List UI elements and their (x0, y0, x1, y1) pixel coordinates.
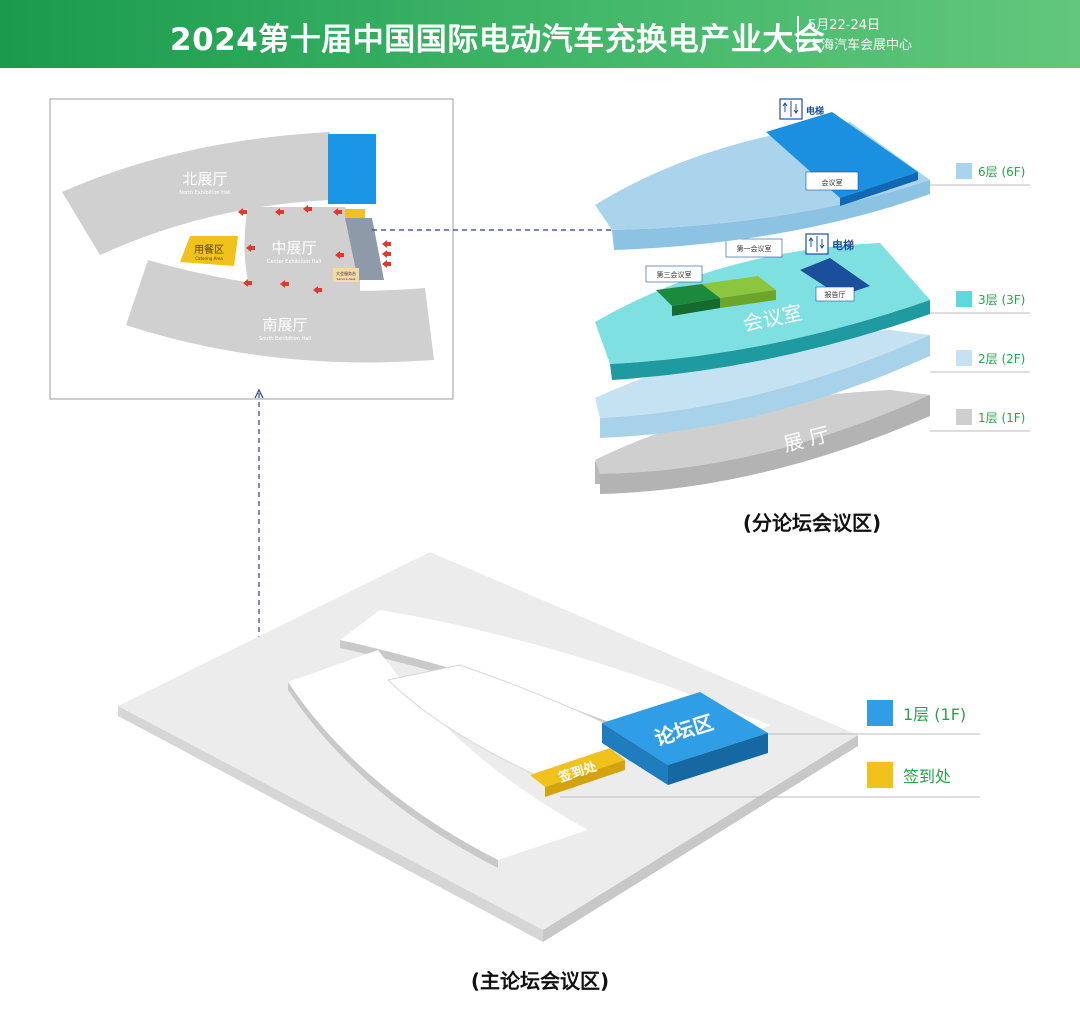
venue-diagram: 北展厅 North Exhibition Hall 中展厅 Center Exh… (49, 98, 1030, 993)
page-title: 2024第十届中国国际电动汽车充换电产业大会 (170, 22, 826, 58)
legend-sub-swatch-3f (956, 291, 972, 307)
first-room-side (720, 290, 776, 308)
event-date: 5月22-24日 (808, 18, 881, 33)
forum-area-right-side (668, 733, 768, 785)
direction-arrows (238, 205, 391, 294)
f6-meeting-tag (805, 171, 859, 191)
legend-sub-label-2f: 2层 (2F) (978, 352, 1025, 366)
report-hall-label: 报告厅 (825, 290, 846, 299)
main-front-hall-edge (288, 682, 498, 868)
south-hall-area (126, 260, 434, 363)
floor-1f-edge (600, 395, 930, 494)
center-dark-strip (345, 218, 384, 280)
elevator-3f-label: 电梯 (832, 238, 854, 252)
f6-meeting-label: 会议室 (822, 178, 843, 187)
service-desk (333, 268, 359, 282)
catering-label: 用餐区 (194, 243, 224, 256)
legend-sub-label-1f: 1层 (1F) (978, 411, 1025, 425)
legend-sub-swatch-2f (956, 350, 972, 366)
elevator-6f-down-arrow-icon (793, 104, 799, 114)
header-divider (797, 16, 799, 50)
signin-block-side (545, 760, 625, 797)
main-forum-plan: 论坛区 签到处 (118, 552, 858, 942)
service-desk-label: 大会服务台 (336, 270, 356, 276)
catering-area (180, 236, 238, 266)
first-room-tag (725, 238, 783, 258)
floor-3f-edge (610, 300, 930, 380)
floor-6f-edge (612, 180, 930, 250)
main-front-hall (288, 650, 588, 860)
legend-sub-swatch-1f (956, 409, 972, 425)
center-hall-label: 中展厅 (271, 239, 316, 257)
floor-plan: 北展厅 North Exhibition Hall 中展厅 Center Exh… (49, 98, 454, 400)
elevator-6f-label: 电梯 (806, 105, 824, 117)
first-room-block (702, 276, 776, 298)
third-room-tag (645, 265, 703, 283)
main-base-right-side (543, 735, 858, 942)
floor-1f (595, 390, 930, 474)
forum-area-left-side (602, 723, 668, 785)
elevator-3f-down-arrow-icon (819, 239, 825, 249)
floor-2f-edge (600, 335, 930, 438)
north-blue-block (328, 134, 376, 204)
forum-area-block (602, 692, 768, 765)
third-room-side (672, 298, 720, 316)
north-hall-area (62, 132, 332, 255)
subforum-caption: (分论坛会议区) (743, 511, 881, 535)
elevator-3f-up-arrow-icon (808, 237, 814, 247)
report-hall-block (800, 258, 870, 296)
south-hall-label: 南展厅 (262, 316, 307, 334)
catering-en-label: Catering Area (195, 256, 223, 261)
f6-meeting-block (766, 112, 918, 198)
f6-meeting-block-side (840, 172, 918, 206)
north-hall-label: 北展厅 (182, 170, 227, 188)
center-hall-area (244, 207, 360, 295)
service-desk-en-label: Service desk (336, 277, 355, 281)
third-room-label: 第三会议室 (657, 270, 692, 279)
legend-sub-label-3f: 3层 (3F) (978, 293, 1025, 307)
elevator-tag (345, 209, 365, 218)
legend-main-label-forum: 1层 (1F) (903, 705, 966, 724)
first-room-label: 第一会议室 (737, 244, 772, 253)
center-hall-en-label: Center Exhibition Hall (267, 259, 321, 265)
legend-sub-swatch-6f (956, 163, 972, 179)
subforum-stack: 展 厅 会议室 第三会议室 第一会议室 报告厅 电梯 会 (595, 98, 930, 494)
legend-main-swatch-signin (867, 762, 893, 788)
legend-main-label-signin: 签到处 (903, 767, 951, 786)
main-legend: 1层 (1F) 签到处 (560, 700, 980, 798)
floor-2f (595, 330, 930, 418)
south-hall-en-label: South Exhibition Hall (259, 336, 311, 342)
main-base-left-side (118, 706, 543, 942)
legend-main-swatch-forum (867, 700, 893, 726)
main-forum-caption: (主论坛会议区) (471, 969, 609, 993)
elevator-6f-up-arrow-icon (782, 102, 788, 112)
event-venue: 上海汽车会展中心 (808, 38, 913, 53)
report-hall-tag (815, 286, 855, 302)
north-hall-en-label: North Exhibition Hall (179, 190, 231, 196)
subforum-legend: 6层 (6F) 3层 (3F) 2层 (2F) 1层 (1F) (930, 163, 1030, 432)
legend-sub-label-6f: 6层 (6F) (978, 165, 1025, 179)
signin-block (530, 748, 625, 787)
header-banner: 2024第十届中国国际电动汽车充换电产业大会 5月22-24日 上海汽车会展中心 (0, 0, 1080, 68)
third-room-block (656, 284, 720, 306)
connector-arrowhead-up (254, 388, 264, 399)
